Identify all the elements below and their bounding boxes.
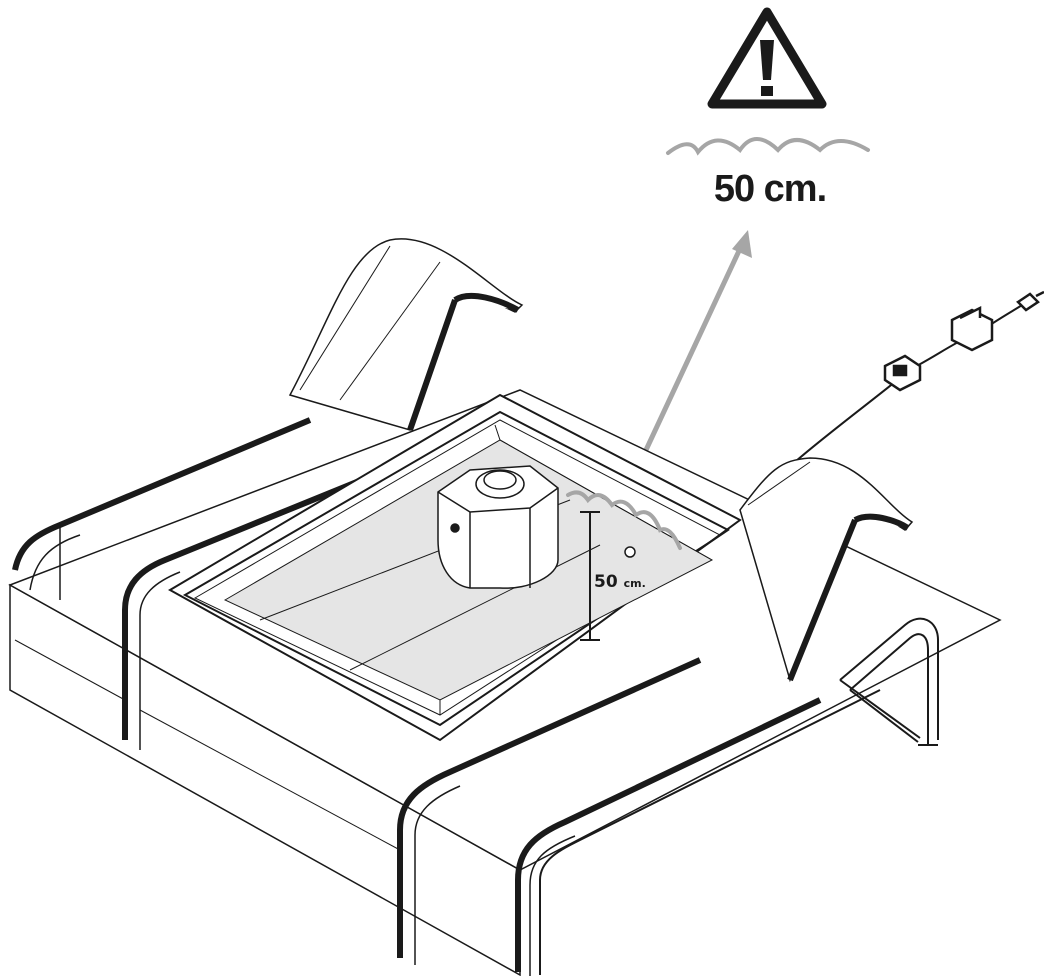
water-level-callout-label: 50 cm.	[713, 168, 827, 210]
connector-box	[883, 354, 922, 392]
fogger-unit	[437, 465, 636, 589]
power-cable	[794, 290, 1044, 463]
warning-triangle-icon	[707, 7, 827, 109]
depth-marker	[566, 490, 682, 641]
right-seat	[397, 657, 822, 976]
plug	[1016, 290, 1044, 312]
depth-value: 50	[594, 572, 618, 592]
depth-unit: cm.	[623, 577, 646, 590]
right-backrest	[739, 457, 914, 683]
left-seat	[12, 417, 462, 851]
right-frame	[539, 617, 939, 975]
water-wave-icon	[666, 137, 870, 156]
depth-label: 50 cm.	[594, 572, 646, 592]
left-backrest	[288, 238, 524, 431]
transformer-box	[950, 305, 994, 352]
